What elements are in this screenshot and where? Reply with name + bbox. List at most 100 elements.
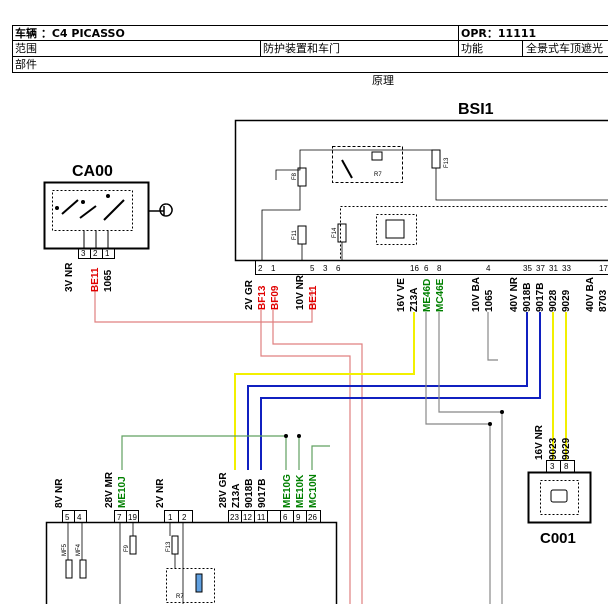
connector-icon [550, 489, 568, 503]
fuse-f14 [337, 223, 347, 243]
label-3v-nr: 3V NR [64, 262, 75, 292]
bsi1-labels: 2V GR BF13 BF09 10V NR BE11 16V VE Z13A … [244, 274, 608, 312]
fuse-f9-label: F9 [124, 544, 130, 552]
ca00-box: CA00 [43, 163, 173, 259]
label-be11-ca00: BE11 [90, 267, 101, 292]
wire-9017b [260, 312, 541, 470]
bsi1-pin: 35 [523, 264, 532, 273]
bsi1-pin: 6 [336, 264, 341, 273]
ca00-labels: 3V NR BE11 1065 [64, 262, 114, 292]
label-10v-ba: 10V BA [471, 277, 482, 312]
bsi1-pin: 33 [562, 264, 571, 273]
lower-pin: 7 [117, 513, 122, 522]
label-2v-gr: 2V GR [244, 279, 255, 310]
bsi1-pin: 5 [310, 264, 315, 273]
lower-pin: 9 [296, 513, 301, 522]
bsi1-pins: 2 1 5 3 6 16 6 8 4 35 37 31 33 17 [258, 264, 608, 273]
ca00-pins: 3 2 1 [81, 249, 110, 258]
lower-module: MF5 MF4 F9 F13 R7 [45, 510, 338, 604]
bsi1-pin: 3 [323, 264, 328, 273]
bsi1-box: BSI1 R7 F8 F13 F11 F14 [234, 101, 608, 275]
lower-pins: 5 4 7 19 1 2 23 12 11 6 9 26 [65, 513, 317, 522]
range-label: 范围 [15, 41, 37, 55]
c001-title: C001 [540, 530, 576, 547]
label-8v-nr: 8V NR [54, 478, 65, 508]
label-z13a: Z13A [409, 288, 420, 312]
ca00-title: CA00 [72, 163, 113, 180]
label-16v-ve: 16V VE [396, 278, 407, 312]
label-1065-ca00: 1065 [103, 269, 114, 292]
relay-r7-label: R7 [374, 172, 382, 178]
fuse-f11-label: F11 [292, 229, 298, 240]
bsi1-pin: 1 [271, 264, 276, 273]
fuse-f9 [129, 535, 137, 555]
bsi1-pin: 31 [549, 264, 558, 273]
opr-label: OPR：11111 [461, 27, 536, 40]
label-be11-bsi: BE11 [308, 285, 319, 310]
c001-pin: 3 [550, 462, 555, 471]
lower-pin: 26 [308, 513, 317, 522]
wire-bf09 [272, 310, 363, 604]
c001-pin: 8 [564, 462, 569, 471]
fuse-f13 [431, 149, 441, 169]
c001-pins: 3 8 [550, 462, 569, 471]
junction-dots [284, 410, 504, 438]
wire-z13a-upper [234, 312, 415, 470]
wire-mc46e [438, 312, 503, 604]
lower-pin: 6 [283, 513, 288, 522]
c001-labels: 16V NR 9023 9029 [534, 424, 572, 460]
label-me10k: ME10K [295, 474, 306, 508]
wire-1065 [487, 312, 498, 361]
label-9018b: 9018B [522, 283, 533, 312]
label-9018b-lower: 9018B [244, 479, 255, 508]
fuse-f13-label: F13 [444, 157, 450, 168]
bsi1-title: BSI1 [458, 101, 494, 118]
wire-be11-ca00 [94, 290, 313, 323]
label-mc46e: MC46E [435, 278, 446, 312]
c001-box: C001 [527, 460, 592, 547]
fuse-mf5 [65, 559, 73, 579]
bsi1-pin: 4 [486, 264, 491, 273]
label-mc10n: MC10N [308, 474, 319, 508]
part-label: 部件 [15, 57, 37, 71]
label-40v-nr: 40V NR [509, 276, 520, 312]
fuse-f13b-label: F13 [166, 541, 172, 552]
bsi1-pin: 8 [437, 264, 442, 273]
label-9029-c001: 9029 [561, 437, 572, 460]
principle-label: 原理 [372, 74, 394, 87]
fuse-mf4-label: MF4 [76, 543, 82, 556]
lower-pin: 23 [230, 513, 239, 522]
bsi1-pin: 17 [599, 264, 608, 273]
fuse-f8 [297, 167, 307, 187]
relay-r7-box [332, 146, 403, 183]
label-2v-nr: 2V NR [155, 478, 166, 508]
fuse-f14-label: F14 [332, 227, 338, 238]
lower-pin: 1 [168, 513, 173, 522]
range-value: 防护装置和车门 [263, 41, 340, 55]
ca00-pin: 3 [81, 249, 86, 258]
label-10v-nr: 10V NR [295, 274, 306, 310]
ca00-pin: 2 [93, 249, 98, 258]
function-value: 全景式车顶遮光 [526, 41, 603, 55]
fuse-mf5-label: MF5 [62, 543, 68, 556]
vehicle-label: 车辆 ：C4 PICASSO [15, 26, 125, 40]
label-9029: 9029 [561, 289, 572, 312]
lower-pin: 4 [77, 513, 82, 522]
bsi1-pin: 6 [424, 264, 429, 273]
header-table: 车辆 ：C4 PICASSO OPR：11111 范围 防护装置和车门 功能 全… [12, 25, 608, 87]
label-8703: 8703 [598, 289, 608, 312]
lower-pin: 12 [243, 513, 252, 522]
wire-me46d [425, 312, 491, 604]
label-40v-ba: 40V BA [585, 277, 596, 312]
bsi1-pin: 16 [410, 264, 419, 273]
label-me10g: ME10G [282, 474, 293, 508]
fuse-f11 [297, 225, 307, 245]
fuse-f8-label: F8 [292, 172, 298, 180]
label-me46d: ME46D [422, 279, 433, 312]
label-9017b-lower: 9017B [257, 479, 268, 508]
label-bf13: BF13 [257, 285, 268, 310]
label-9017b: 9017B [535, 283, 546, 312]
ca00-pin: 1 [105, 249, 110, 258]
wire-bf13 [260, 310, 351, 604]
